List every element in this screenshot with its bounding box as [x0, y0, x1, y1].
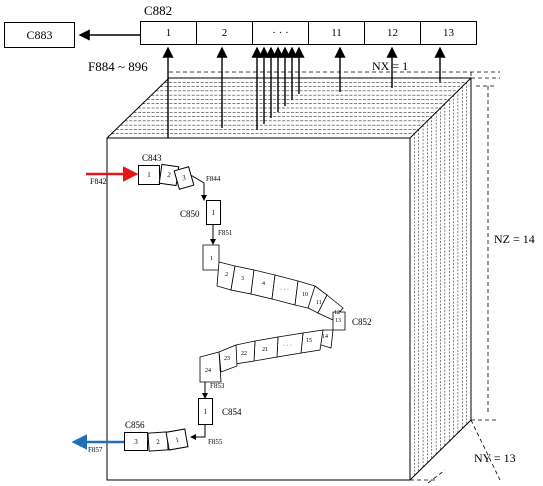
ny-label: NY = 13 — [474, 451, 516, 465]
c852-seg-ellipsis-2: · · · — [283, 343, 292, 349]
c854-cell: 1 — [198, 398, 213, 425]
f842-label: F842 — [90, 177, 107, 186]
c852-seg-4: 4 — [262, 281, 265, 287]
c852-label: C852 — [352, 317, 372, 327]
c883-box: C883 — [4, 22, 75, 48]
c852-seg-11: 11 — [316, 300, 322, 306]
c852-seg-15: 15 — [306, 338, 312, 344]
top-face-outline — [106, 77, 473, 139]
c843-cell-1: 1 — [138, 165, 160, 185]
c852-seg-2: 2 — [225, 272, 228, 278]
path-arrows — [188, 173, 216, 440]
f884-896-label: F884 ~ 896 — [88, 59, 148, 74]
c882-cell-13: 13 — [420, 21, 477, 45]
dimension-guides — [169, 71, 501, 484]
c882-cell-12: 12 — [364, 21, 421, 45]
c850-label: C850 — [180, 209, 200, 219]
c882-label: C882 — [144, 3, 173, 18]
c852-seg-10: 10 — [302, 292, 308, 298]
c852-seg-23: 23 — [224, 356, 230, 362]
c852-snake — [199, 244, 346, 383]
c852-seg-12: 12 — [334, 310, 340, 316]
front-face — [106, 137, 411, 481]
c882-cell-2: 2 — [196, 21, 253, 45]
c882-cell-ellipsis: · · · — [252, 21, 309, 45]
f853-label: F853 — [210, 382, 225, 390]
c843-label: C843 — [142, 153, 162, 163]
upward-arrows — [78, 29, 446, 138]
c852-seg-3: 3 — [241, 276, 244, 282]
nz-label: NZ = 14 — [494, 232, 535, 246]
c850-cell: 1 — [206, 200, 221, 225]
f857-label: F857 — [88, 446, 103, 454]
f855-label: F855 — [208, 438, 223, 446]
c856-label: C856 — [125, 420, 145, 430]
c852-seg-21: 21 — [262, 347, 268, 353]
c882-cell-1: 1 — [140, 21, 197, 45]
c852-seg-ellipsis: · · · — [280, 287, 289, 293]
nx-label: NX = 1 — [372, 59, 409, 73]
c852-seg-14: 14 — [322, 334, 328, 340]
f844-label: F844 — [206, 175, 221, 183]
c852-seg-22: 22 — [241, 351, 247, 357]
right-face-bottom — [409, 419, 472, 481]
c852-seg-13: 13 — [335, 318, 341, 324]
c852-seg-1: 1 — [210, 256, 213, 262]
c856-cell-3: 3 — [124, 432, 148, 451]
top-face-hatching — [107, 77, 471, 139]
f851-label: F851 — [218, 229, 233, 237]
c856-cell-1: 1 — [165, 428, 189, 451]
right-face-hatching — [409, 78, 472, 480]
c852-seg-24: 24 — [205, 368, 211, 374]
c854-label: C854 — [222, 407, 242, 417]
c882-cell-11: 11 — [308, 21, 365, 45]
